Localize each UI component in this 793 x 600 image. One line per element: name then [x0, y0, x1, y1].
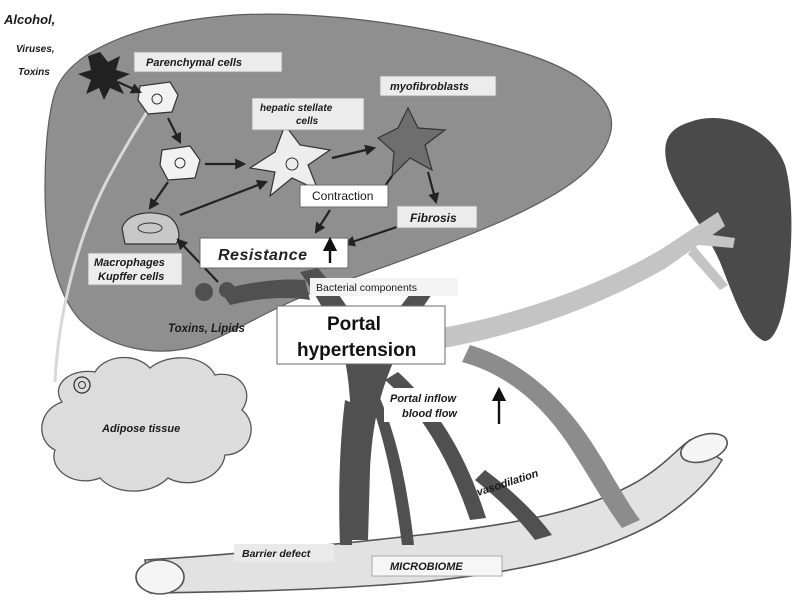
macrophages-line1: Macrophages	[94, 257, 165, 269]
damaged-cell-icon	[160, 146, 200, 180]
bacterial-components-label: Bacterial components	[316, 282, 417, 294]
barrier-defect-label: Barrier defect	[242, 548, 311, 560]
viruses-label: Viruses,	[16, 44, 55, 55]
macrophages-line2: Kupffer cells	[98, 271, 164, 283]
portal-hypertension-line1: Portal	[327, 314, 381, 335]
spleen-shape	[665, 118, 791, 341]
parenchymal-cells-label: Parenchymal cells	[146, 57, 242, 69]
kupffer-cell-icon	[122, 213, 179, 244]
toxins-lipids-label: Toxins, Lipids	[168, 323, 245, 335]
parenchymal-cell-icon	[138, 82, 178, 114]
toxins-label: Toxins	[18, 67, 50, 78]
portal-hypertension-line2: hypertension	[297, 340, 416, 361]
resistance-label: Resistance	[218, 247, 308, 264]
fibrosis-label: Fibrosis	[410, 211, 457, 225]
myofibroblasts-label: myofibroblasts	[390, 81, 469, 93]
intestine-end-left	[136, 560, 184, 594]
alcohol-label: Alcohol,	[3, 12, 55, 27]
contraction-label: Contraction	[312, 189, 373, 203]
portal-inflow-line2: blood flow	[402, 408, 458, 420]
hepatic-stellate-line2: cells	[296, 116, 319, 127]
superior-mesenteric-vein	[462, 345, 640, 528]
hepatic-stellate-line1: hepatic stellate	[260, 103, 333, 114]
adipose-tissue-label: Adipose tissue	[101, 423, 180, 435]
microbiome-label: MICROBIOME	[390, 561, 463, 573]
portal-inflow-line1: Portal inflow	[390, 393, 457, 405]
